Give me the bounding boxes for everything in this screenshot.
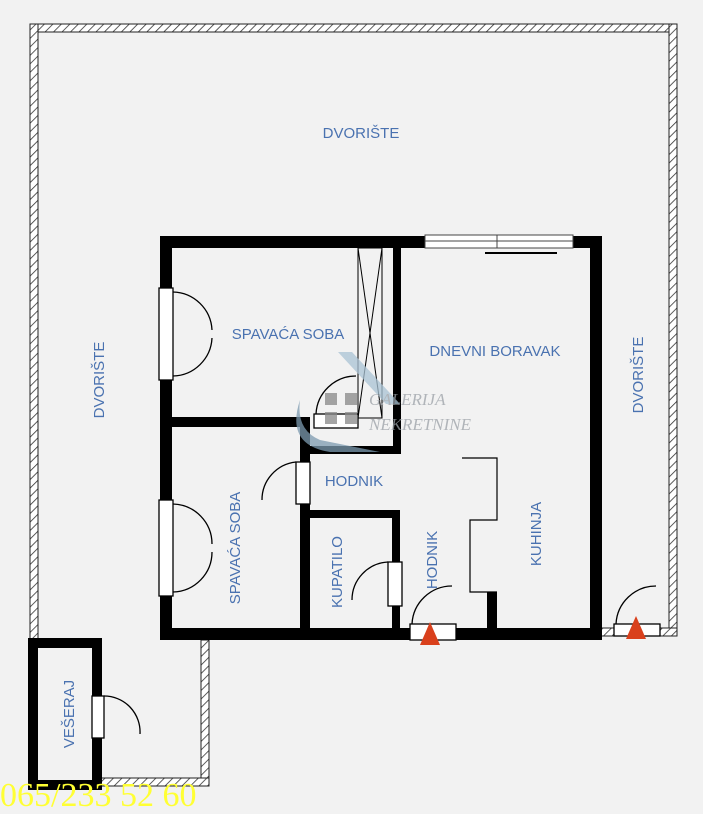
watermark-line-1: GALERIJA bbox=[369, 390, 446, 409]
label-bedroom-1: SPAVAĆA SOBA bbox=[232, 326, 345, 343]
label-living-room: DNEVNI BORAVAK bbox=[429, 343, 560, 360]
entrance-arrow-icon bbox=[420, 622, 440, 645]
label-yard-right: DVORIŠTE bbox=[630, 337, 647, 414]
watermark-logo: GALERIJA NEKRETNINE bbox=[296, 352, 472, 452]
building-walls bbox=[28, 236, 602, 790]
label-yard-top: DVORIŠTE bbox=[323, 125, 400, 142]
kitchen-counter bbox=[462, 457, 498, 593]
label-hall-1: HODNIK bbox=[325, 473, 383, 490]
label-bedroom-2: SPAVAĆA SOBA bbox=[227, 492, 244, 605]
label-bathroom: KUPATILO bbox=[329, 536, 346, 608]
living-room-window bbox=[424, 234, 574, 254]
entrance-arrow-icon bbox=[626, 616, 646, 639]
label-kitchen: KUHINJA bbox=[528, 502, 545, 566]
watermark-line-2: NEKRETNINE bbox=[368, 415, 472, 434]
label-hall-2: HODNIK bbox=[424, 531, 441, 589]
phone-number: 065/233 52 60 bbox=[0, 777, 196, 814]
label-laundry: VEŠERAJ bbox=[61, 680, 78, 748]
label-yard-left: DVORIŠTE bbox=[91, 342, 108, 419]
